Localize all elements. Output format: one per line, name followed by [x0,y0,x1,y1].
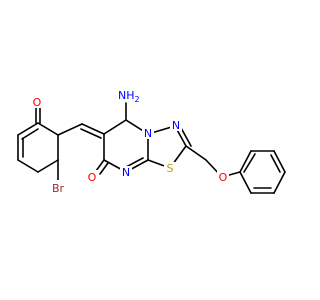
amine-label-main: NH [118,89,135,102]
amine-label-subscript: 2 [135,95,140,104]
amine-label: NH2 [118,89,140,104]
bromine-label: Br [52,182,65,195]
bond [273,150,286,173]
bond [57,123,83,136]
sulfur-label: S [167,162,174,175]
pyrimidine-nitrogen-label: N [122,166,130,179]
bond [80,128,102,139]
bond [239,171,252,194]
thiadiazole-nitrogen-label: N [172,119,180,132]
structure-canvas: O Br NH2 N N N S O O [17,88,286,195]
molecule-drawing: O Br NH2 N N N S O O [17,88,286,195]
bond [99,162,109,175]
bond [103,119,127,135]
bond [21,128,39,140]
bond [81,123,105,135]
bond [37,122,59,136]
bond [17,122,39,136]
carbonyl-oxygen-label: O [88,171,97,184]
bond [125,157,144,168]
bond [270,154,281,173]
bond [185,145,207,161]
bond [95,159,105,172]
bond [17,159,39,173]
bond-layer [17,102,286,194]
bond [37,159,59,173]
bridge-nitrogen-label: N [144,127,152,140]
ether-oxygen-label: O [219,171,228,184]
bond [243,153,256,173]
phenol-oxygen-label: O [33,96,42,109]
atom-label-layer: O Br NH2 N N N S O O [31,88,229,195]
bond [273,171,286,194]
bond [239,150,252,173]
